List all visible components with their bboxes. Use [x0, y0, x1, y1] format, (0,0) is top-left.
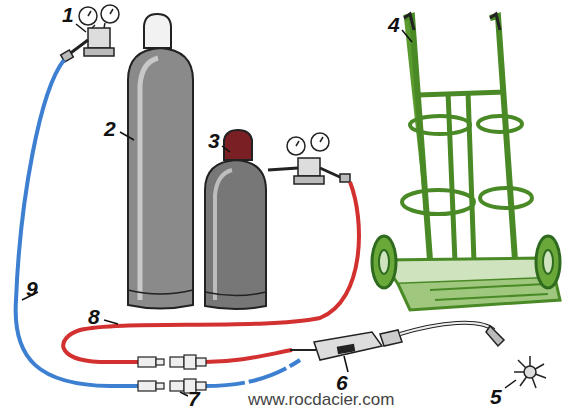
acetylene-cylinder — [205, 130, 266, 309]
acetylene-hose — [63, 182, 359, 362]
leader-lines — [22, 24, 516, 396]
oxygen-hose — [16, 60, 140, 386]
callout-number: 5 — [490, 386, 502, 407]
callout-number: 8 — [88, 306, 100, 327]
callout-number: 2 — [104, 118, 116, 139]
trolley — [372, 14, 560, 310]
callout-number: 3 — [208, 130, 220, 151]
callout-number: 9 — [26, 278, 38, 299]
regulator-right — [268, 133, 350, 184]
regulator-left — [61, 5, 119, 62]
watermark: www.rocdacier.com — [246, 391, 396, 408]
callout-number: 7 — [188, 388, 200, 409]
callout-number: 6 — [336, 372, 348, 393]
callout-number: 1 — [62, 4, 74, 25]
nozzle-set — [514, 356, 546, 388]
welding-torch — [290, 323, 504, 360]
oxygen-cylinder — [128, 14, 193, 309]
callout-number: 4 — [388, 14, 400, 35]
